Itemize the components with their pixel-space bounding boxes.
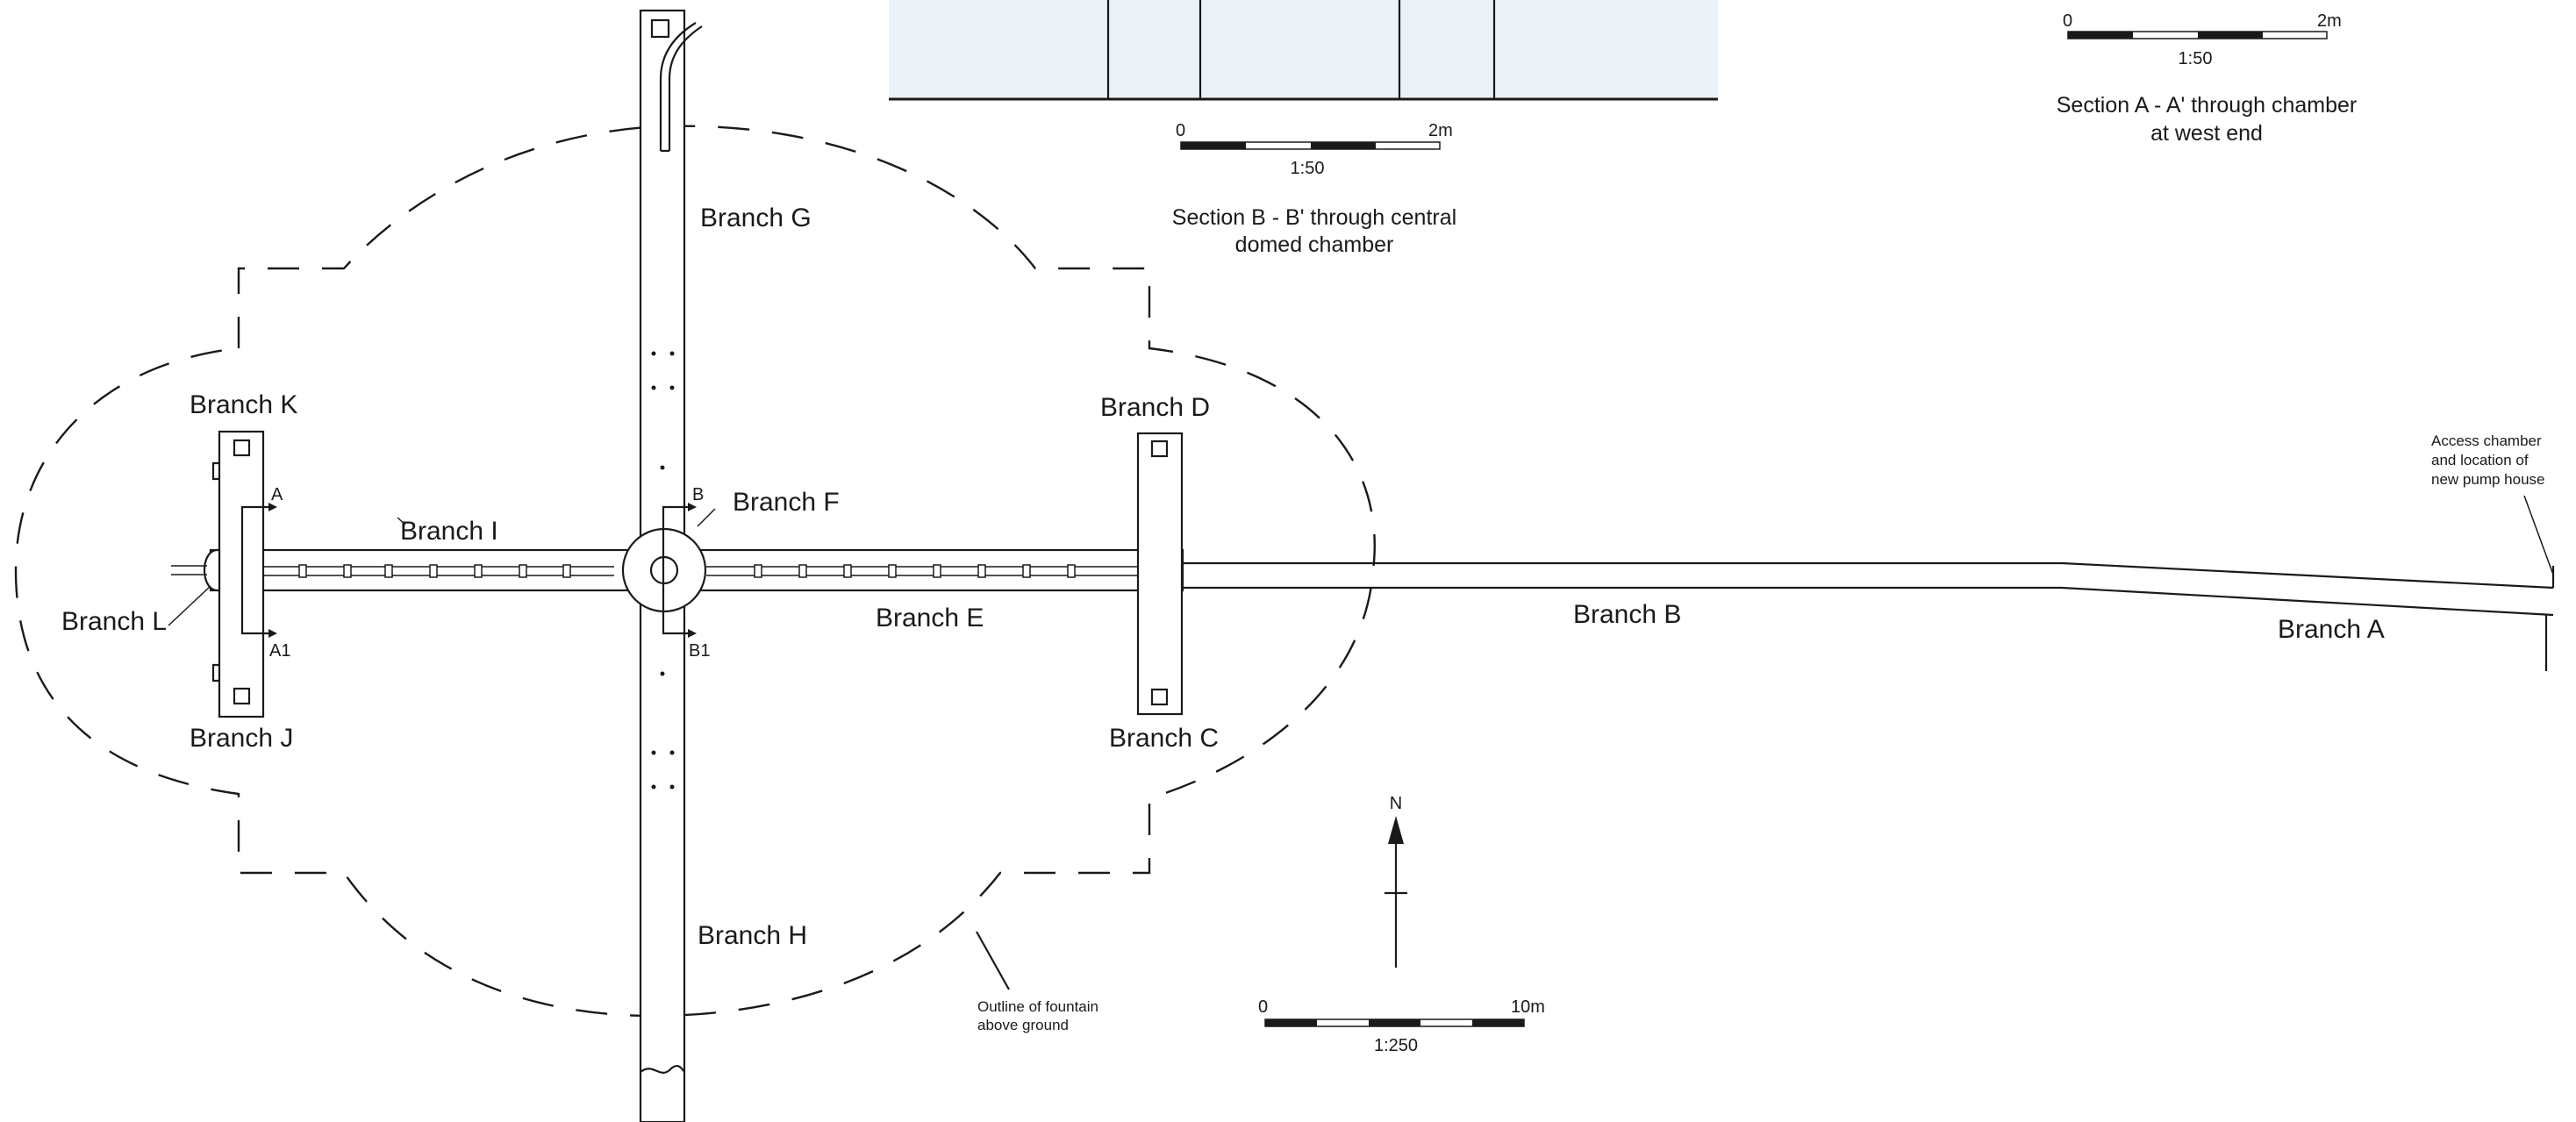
- section-b-fill: [889, 0, 1718, 99]
- branch-c-d-chamber: [1136, 432, 1184, 716]
- branch-label-d: Branch D: [1100, 393, 1210, 422]
- north-arrow-icon: [1385, 816, 1407, 968]
- plan-scale-bar: 0 10m 1:250: [1258, 997, 1545, 1055]
- branch-label-l: Branch L: [61, 607, 167, 636]
- branch-label-a: Branch A: [2278, 615, 2385, 644]
- section-marker-b: B: [692, 485, 704, 504]
- branch-label-j: Branch J: [190, 724, 293, 753]
- section-b-drawing: [889, 0, 1718, 101]
- access-chamber-note-line-1: Access chamber: [2431, 432, 2542, 449]
- section-b-scale-start: 0: [1176, 121, 1185, 140]
- section-a-caption-line-1: Section A - A' through chamber: [2057, 93, 2357, 118]
- branch-g-dots: [651, 351, 675, 790]
- section-b-scale-end: 2m: [1428, 121, 1453, 140]
- branch-l-end-chamber: [203, 548, 221, 592]
- branch-label-b: Branch B: [1573, 600, 1681, 629]
- outline-note-line-1: Outline of fountain: [977, 998, 1098, 1015]
- section-a-scale-end: 2m: [2317, 11, 2342, 31]
- branch-g-access-hatch: [650, 18, 670, 39]
- branch-label-e: Branch E: [876, 604, 984, 632]
- section-marker-a: A: [271, 485, 283, 504]
- section-marker-b1: B1: [689, 641, 710, 661]
- section-a-caption-line-2: at west end: [2150, 121, 2263, 146]
- branch-label-c: Branch C: [1109, 724, 1219, 753]
- section-b-caption-line-1: Section B - B' through central: [1172, 205, 1456, 230]
- branch-g-pipe-loop: [659, 22, 703, 153]
- access-chamber-leader-line: [2523, 495, 2554, 575]
- outline-note-line-2: above ground: [977, 1017, 1069, 1033]
- access-chamber-note-line-2: and location of: [2431, 452, 2529, 468]
- plan-scale-end: 10m: [1511, 997, 1545, 1017]
- section-b-scale-bar: 0 2m 1:50: [1176, 121, 1453, 178]
- branch-label-i: Branch I: [400, 517, 498, 546]
- section-b-scale-ratio: 1:50: [1291, 159, 1325, 178]
- fountain-outline: [14, 125, 1376, 1018]
- section-a-scale-ratio: 1:50: [2179, 49, 2213, 68]
- branch-h-broken-end: [640, 1064, 685, 1074]
- section-a-scale-start: 0: [2063, 11, 2072, 31]
- plan-scale-ratio: 1:250: [1374, 1036, 1418, 1055]
- branch-b-a-pipeline: [1182, 561, 2554, 617]
- branch-label-g: Branch G: [700, 204, 812, 232]
- outline-leader-line: [976, 931, 1010, 990]
- section-b-caption-line-2: domed chamber: [1235, 232, 1394, 257]
- branch-label-f: Branch F: [733, 488, 840, 517]
- north-label: N: [1390, 794, 1402, 813]
- section-a-scale-bar: 0 2m 1:50: [2063, 11, 2342, 68]
- branch-label-h: Branch H: [698, 921, 807, 950]
- section-marker-a1: A1: [269, 641, 290, 661]
- section-b-marker: [662, 503, 697, 638]
- section-a-marker: [240, 503, 277, 638]
- access-chamber-note-line-3: new pump house: [2431, 471, 2544, 488]
- branch-label-k: Branch K: [190, 390, 297, 419]
- plan-scale-start: 0: [1258, 997, 1268, 1017]
